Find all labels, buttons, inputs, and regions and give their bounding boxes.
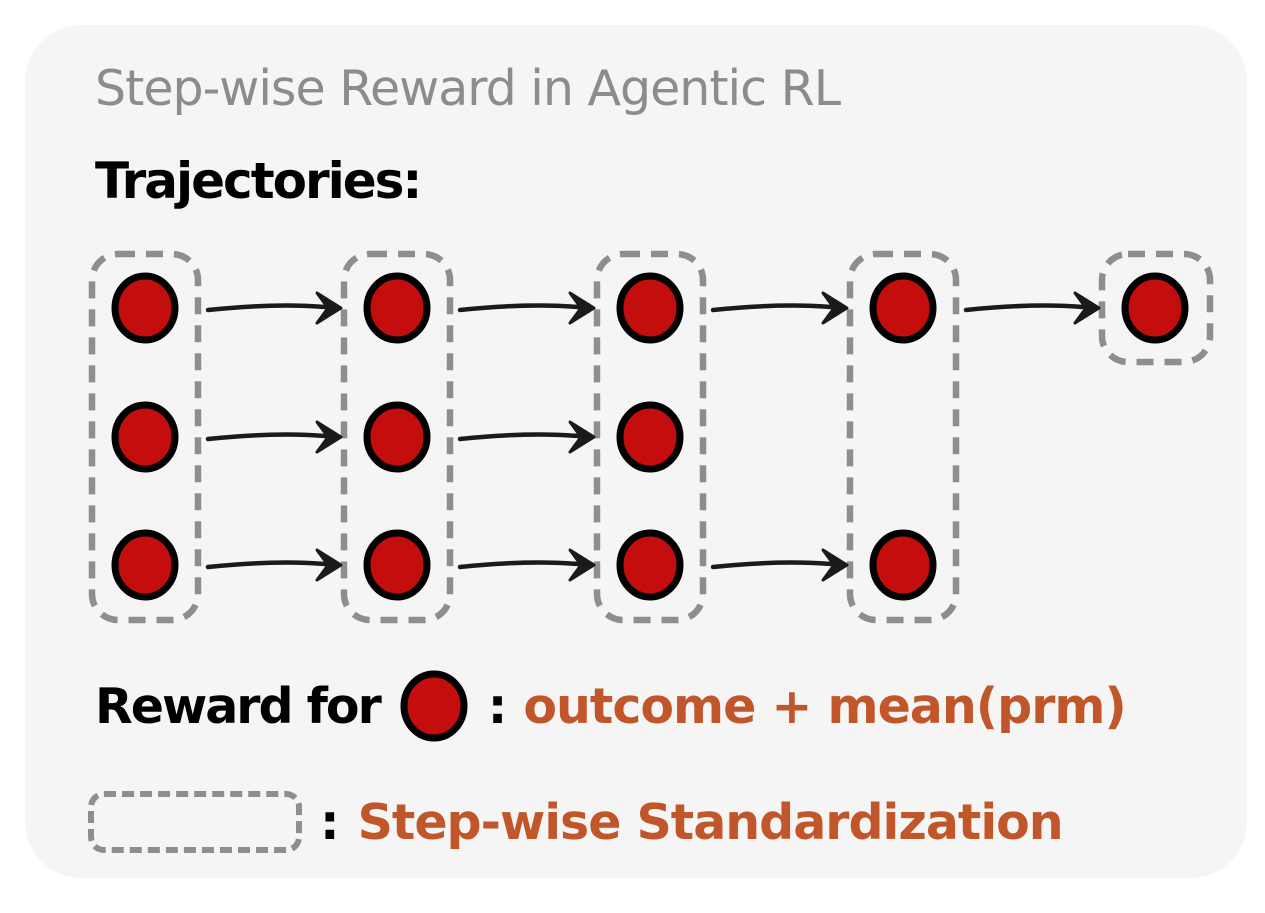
trajectory-node-c1-r3 <box>111 529 179 601</box>
trajectory-node-c2-r3 <box>363 529 431 601</box>
trajectories-label: Trajectories: <box>95 152 422 210</box>
trajectory-arrow-shaft <box>963 303 1086 313</box>
reward-legend-row: Reward for : outcome + mean(prm) <box>95 668 1127 744</box>
standardization-legend-value: Step-wise Standardization <box>357 793 1064 851</box>
step-standardization-box-4 <box>846 250 960 624</box>
red-node-icon <box>400 670 468 742</box>
trajectory-arrow-head <box>821 291 849 325</box>
reward-legend-value: outcome + mean(prm) <box>523 677 1126 735</box>
trajectory-arrow-head <box>315 420 343 454</box>
trajectory-arrow-shaft <box>205 432 328 442</box>
trajectory-node-c2-r1 <box>363 272 431 344</box>
trajectory-node-c3-r1 <box>616 272 684 344</box>
reward-legend-colon: : <box>487 677 508 735</box>
trajectory-node-c3-r3 <box>616 529 684 601</box>
step-standardization-box-1 <box>88 250 202 624</box>
standardization-legend-colon: : <box>320 793 340 851</box>
standardization-legend-row: : Step-wise Standardization <box>88 788 1064 856</box>
trajectory-node-c3-r2 <box>616 401 684 473</box>
step-standardization-box-3 <box>593 250 707 624</box>
trajectory-arrow-head <box>821 548 849 582</box>
trajectory-arrow-head <box>568 291 596 325</box>
trajectory-arrow-head <box>1073 291 1101 325</box>
trajectory-node-c1-r1 <box>111 272 179 344</box>
trajectory-node-c1-r2 <box>111 401 179 473</box>
step-standardization-box-5 <box>1098 250 1214 366</box>
trajectory-arrow-head <box>315 548 343 582</box>
trajectory-arrow-shaft <box>457 432 581 442</box>
trajectory-node-c2-r2 <box>363 401 431 473</box>
trajectory-arrow-shaft <box>457 303 581 313</box>
trajectory-arrow-head <box>568 420 596 454</box>
trajectory-node-c4-r3 <box>869 529 937 601</box>
figure-title: Step-wise Reward in Agentic RL <box>95 60 841 117</box>
trajectory-arrow-shaft <box>457 560 581 570</box>
trajectory-arrow-shaft <box>710 303 834 313</box>
trajectory-arrow-head <box>568 548 596 582</box>
trajectory-arrow-shaft <box>710 560 834 570</box>
dashed-box-icon <box>88 791 302 853</box>
trajectory-arrow-shaft <box>205 560 328 570</box>
trajectory-node-c5-r1 <box>1121 272 1189 344</box>
trajectory-arrow-head <box>315 291 343 325</box>
reward-legend-prefix: Reward for <box>95 677 382 735</box>
trajectory-node-c4-r1 <box>869 272 937 344</box>
step-standardization-box-2 <box>340 250 454 624</box>
trajectory-arrow-shaft <box>205 303 328 313</box>
